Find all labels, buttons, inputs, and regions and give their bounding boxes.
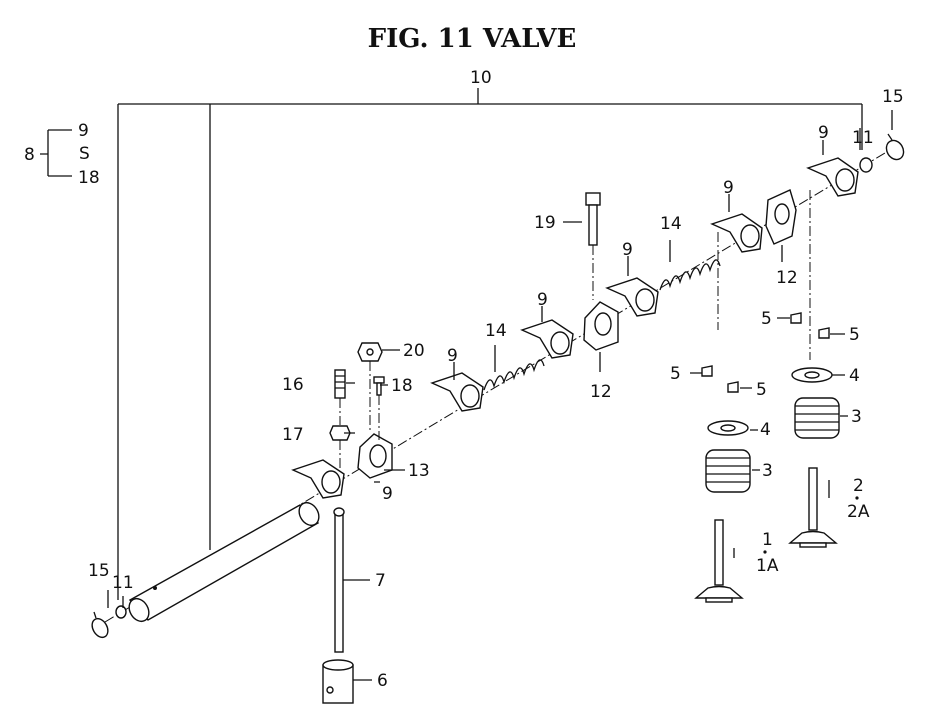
callout-bolt: 19: [534, 213, 556, 233]
valve-left-dot: [763, 550, 767, 554]
callout-retainer-right: 4: [849, 366, 860, 386]
screw: [373, 376, 385, 440]
rocker-shaft: [128, 501, 320, 623]
plug-left: [115, 605, 127, 619]
callout-plug-left: 11: [112, 573, 134, 593]
assembly-bracket: 10: [117, 68, 863, 600]
callout-support-middle: 12: [590, 382, 612, 402]
figure-title: FIG. 11 VALVE: [368, 24, 577, 54]
support-lower: [357, 433, 393, 479]
snap-ring-left: [91, 611, 109, 639]
support-upper: [765, 189, 797, 245]
callout-cotter-upper-right: 5: [761, 309, 772, 329]
callout-valve-right: 2: [853, 476, 864, 496]
valve-spring-right: [794, 397, 840, 439]
cotter-upper-right: [790, 312, 802, 324]
callout-rocker-arm-e: 9: [723, 178, 734, 198]
rocker-arm-f: [806, 157, 859, 197]
legend-to-label: 18: [78, 168, 100, 188]
callout-lock-nut: 17: [282, 425, 304, 445]
rocker-arm-d: [605, 277, 659, 317]
bolt: [585, 192, 601, 300]
plug-right: [859, 157, 873, 173]
callout-rocker-arm-a: 9: [382, 484, 393, 504]
legend-group-label: 8: [24, 145, 35, 165]
callout-assembly: 10: [470, 68, 492, 88]
callout-tappet: 6: [377, 671, 388, 691]
valve-spring-left: [705, 449, 751, 493]
callout-push-rod: 7: [375, 571, 386, 591]
callout-rocker-arm-c: 9: [537, 290, 548, 310]
callout-valve-left: 1: [762, 530, 773, 550]
callout-retainer-left: 4: [760, 420, 771, 440]
rocker-arm-e: [710, 213, 763, 253]
spring-upper: [659, 259, 721, 291]
callout-spring-upper: 14: [660, 214, 682, 234]
callout-valve-spring-right: 3: [851, 407, 862, 427]
callout-valve-left-alt: 1A: [756, 556, 779, 576]
callout-spring-lower: 14: [485, 321, 507, 341]
callout-rocker-arm-b: 9: [447, 346, 458, 366]
callout-plug-right: 11: [852, 128, 874, 148]
push-rod: [333, 507, 345, 653]
cotter-lower-left: [727, 381, 739, 393]
callout-snap-ring-right: 15: [882, 87, 904, 107]
stud: [334, 369, 346, 425]
callout-stud: 16: [282, 375, 304, 395]
retainer-right: [791, 367, 833, 383]
callout-nut: 20: [403, 341, 425, 361]
callout-screw: 18: [391, 376, 413, 396]
retainer-left: [707, 420, 749, 436]
spring-lower: [483, 359, 545, 391]
callout-cotter-upper-left: 5: [670, 364, 681, 384]
legend-range-symbol: S: [79, 144, 90, 164]
lock-nut: [329, 425, 351, 470]
snap-ring-right: [885, 133, 905, 161]
tappet: [322, 659, 354, 704]
legend-from-label: 9: [78, 121, 89, 141]
valve-left: [694, 519, 744, 603]
rocker-arm-c: [520, 319, 574, 359]
callout-rocker-arm-d: 9: [622, 240, 633, 260]
rocker-arm-a: [291, 459, 345, 499]
callout-valve-spring-left: 3: [762, 461, 773, 481]
nut: [357, 342, 383, 432]
callout-support-upper: 12: [776, 268, 798, 288]
legend-bracket: 8 9 S 18: [24, 121, 100, 188]
valve-right: [788, 467, 838, 548]
callout-cotter-lower-left: 5: [756, 380, 767, 400]
cotter-lower-right: [818, 327, 830, 339]
valve-right-dot: [855, 496, 859, 500]
callout-snap-ring-left: 15: [88, 561, 110, 581]
callout-cotter-lower-right: 5: [849, 325, 860, 345]
support-middle: [583, 301, 619, 351]
callout-support-lower: 13: [408, 461, 430, 481]
rocker-arm-b: [430, 372, 484, 412]
callout-rocker-arm-f: 9: [818, 123, 829, 143]
cotter-upper-left: [701, 365, 713, 377]
leader-lines: [107, 110, 893, 681]
callout-valve-right-alt: 2A: [847, 502, 870, 522]
